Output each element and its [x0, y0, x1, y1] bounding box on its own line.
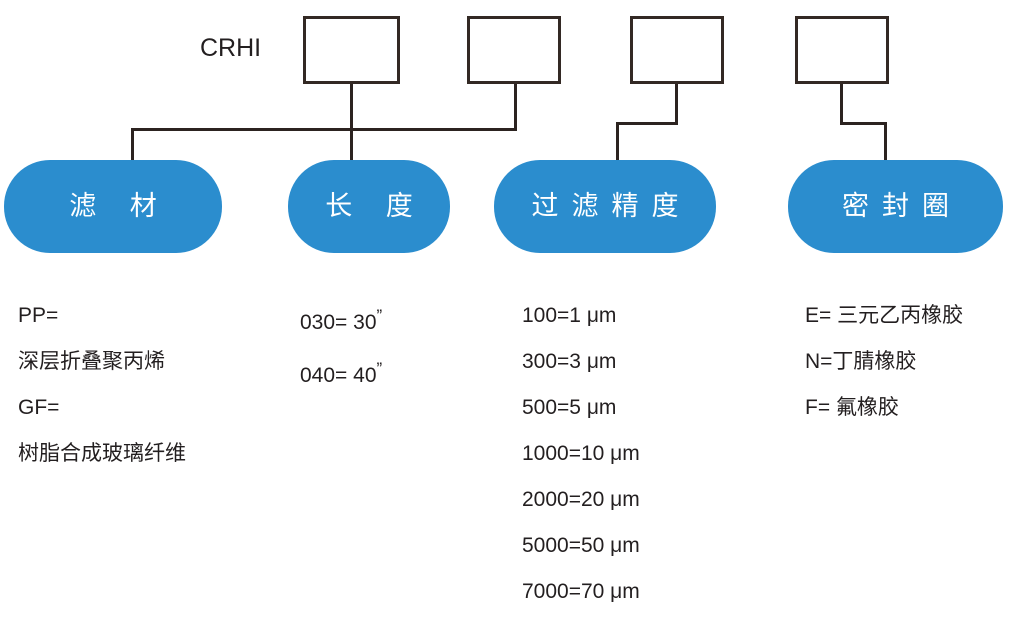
inch-mark: ”	[376, 359, 383, 378]
connector-drop-length	[350, 131, 353, 164]
connector-stem-gasket-box	[840, 84, 843, 125]
connector-bus-micron	[616, 122, 678, 125]
option-list-length: 030= 30” 040= 40”	[300, 293, 382, 399]
list-item-text: 040= 40	[300, 364, 377, 387]
list-item: 树脂合成玻璃纤维	[18, 442, 186, 465]
list-item: 040= 40”	[300, 346, 382, 399]
list-item: GF=	[18, 396, 60, 419]
list-item: 2000=20 μm	[522, 488, 640, 511]
list-item: 300=3 μm	[522, 350, 617, 373]
category-pill-micron[interactable]: 过滤精度	[494, 160, 716, 253]
option-list-gasket: E= 三元乙丙橡胶 N=丁腈橡胶 F= 氟橡胶	[805, 293, 963, 431]
category-pill-length-label: 长 度	[325, 191, 426, 221]
connector-bus-length	[350, 128, 517, 131]
connector-bus-left	[131, 128, 353, 131]
category-pill-gasket-label: 密封圈	[842, 191, 962, 221]
category-pill-length[interactable]: 长 度	[288, 160, 450, 253]
option-list-micron: 100=1 μm 300=3 μm 500=5 μm 1000=10 μm 20…	[522, 293, 640, 615]
category-pill-micron-label: 过滤精度	[531, 191, 692, 221]
micron-code-box[interactable]	[630, 16, 724, 84]
connector-drop-micron	[616, 122, 619, 164]
connector-stem-length-box	[514, 84, 517, 131]
category-pill-gasket[interactable]: 密封圈	[788, 160, 1003, 253]
list-item: F= 氟橡胶	[805, 396, 899, 419]
connector-stem-micron-box	[675, 84, 678, 125]
list-item: 深层折叠聚丙烯	[18, 350, 165, 373]
connector-bus-gasket	[840, 122, 887, 125]
option-list-media: PP= 深层折叠聚丙烯 GF= 树脂合成玻璃纤维	[18, 293, 186, 477]
list-item: N=丁腈橡胶	[805, 350, 917, 373]
list-item: 1000=10 μm	[522, 442, 640, 465]
gasket-code-box[interactable]	[795, 16, 889, 84]
connector-stem-media-box	[350, 84, 353, 131]
list-item: 5000=50 μm	[522, 534, 640, 557]
media-code-box[interactable]	[303, 16, 400, 84]
root-series-label: CRHI	[200, 34, 262, 62]
list-item: 7000=70 μm	[522, 580, 640, 603]
list-item-text: 030= 30	[300, 311, 377, 334]
connector-drop-media	[131, 128, 134, 164]
list-item: 500=5 μm	[522, 396, 617, 419]
list-item: PP=	[18, 304, 59, 327]
list-item: 100=1 μm	[522, 304, 617, 327]
category-pill-media-label: 滤 材	[69, 191, 170, 221]
inch-mark: ”	[376, 306, 383, 325]
connector-drop-gasket	[884, 122, 887, 164]
length-code-box[interactable]	[467, 16, 561, 84]
category-pill-media[interactable]: 滤 材	[4, 160, 222, 253]
list-item: E= 三元乙丙橡胶	[805, 304, 964, 327]
list-item: 030= 30”	[300, 293, 382, 346]
